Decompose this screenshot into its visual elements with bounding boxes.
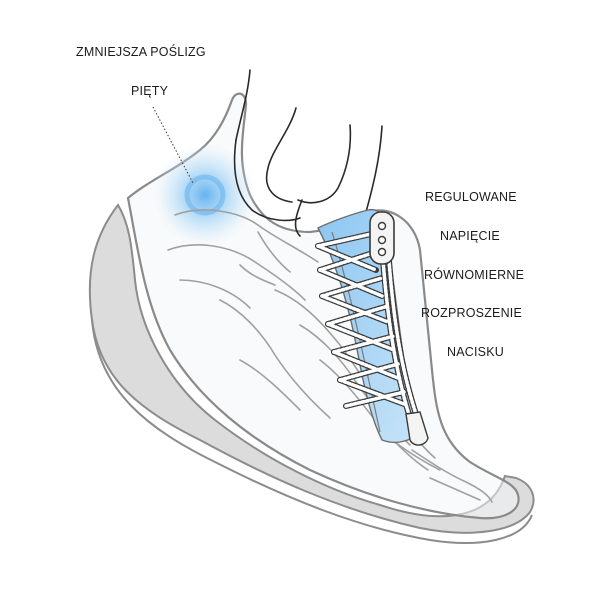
heel-leader-line (152, 106, 194, 184)
foot-outline (233, 69, 383, 237)
lace-label-line2: NAPIĘCIE (440, 229, 500, 243)
heel-glow (153, 143, 257, 247)
lace-end-cap (405, 411, 429, 446)
lace-label-line3: RÓWNOMIERNE (424, 268, 525, 282)
heel-label-line1: ZMNIEJSZA POŚLIZG (76, 45, 206, 59)
heel-glow-core (184, 174, 226, 216)
sole-bottom-edge (91, 319, 533, 544)
heel-label-line2: PIĘTY (131, 84, 169, 98)
lace-label-line4: ROZPROSZENIE (421, 306, 523, 320)
lace-label-line1: REGULOWANE (425, 190, 517, 204)
lace-lock-toggle (369, 211, 395, 265)
lace-label-line5: NACISKU (447, 345, 504, 359)
sole (88, 203, 535, 534)
lace-system (315, 229, 421, 423)
